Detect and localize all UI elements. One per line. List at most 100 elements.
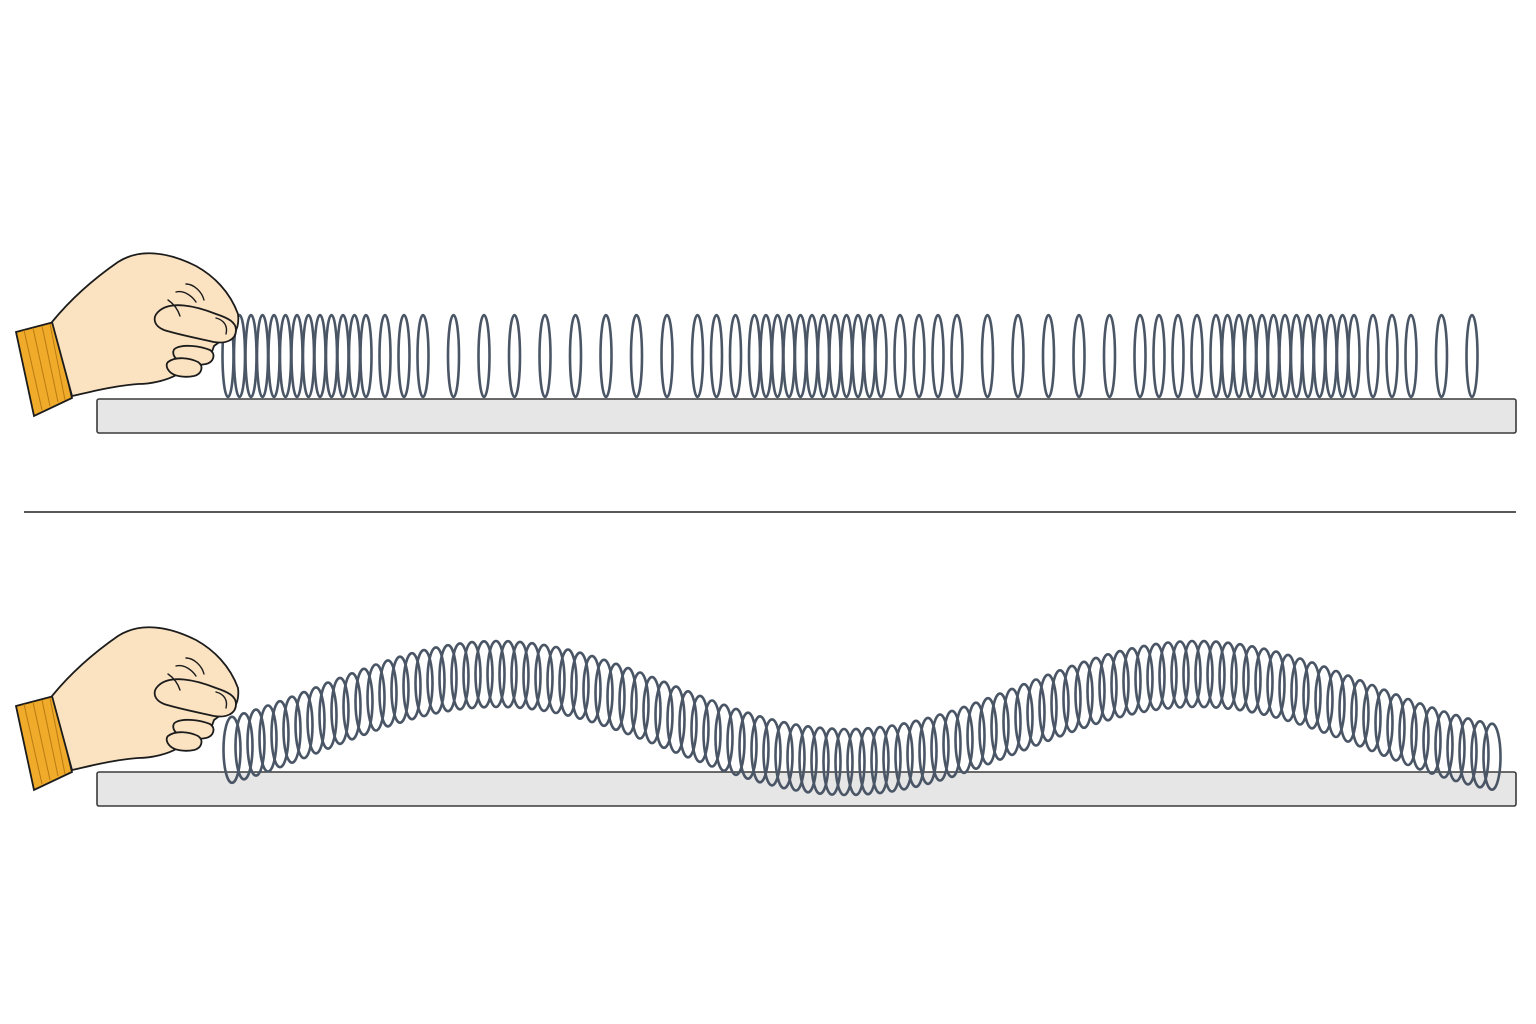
spring-coil (942, 709, 962, 779)
spring-coil (546, 645, 566, 715)
spring-coil (894, 722, 914, 791)
spring-coil (1074, 660, 1094, 730)
spring-coil (294, 690, 314, 760)
spring-coil (1002, 687, 1022, 757)
spring-coil (498, 639, 518, 709)
spring-coil (342, 671, 362, 741)
spring-coil (954, 705, 974, 775)
spring-coil (1385, 313, 1399, 399)
spring-coil (222, 715, 242, 785)
spring-coil (426, 646, 446, 715)
spring-coil (1194, 639, 1214, 709)
spring-coil (893, 313, 907, 399)
spring-coil (762, 718, 782, 787)
spring-coil (507, 313, 522, 399)
spring-coil (629, 313, 644, 399)
spring-coil (1218, 641, 1238, 711)
spring-coil (846, 727, 866, 797)
spring-coil (359, 313, 373, 399)
spring-coil (906, 719, 926, 789)
spring-coil (1014, 682, 1034, 752)
spring-coil (810, 726, 830, 796)
spring-coil (522, 641, 542, 711)
spring-coil (918, 716, 938, 786)
spring-transverse (222, 639, 1502, 797)
spring-coil (1171, 313, 1185, 399)
spring-coil (474, 639, 494, 709)
spring-coil (414, 648, 434, 718)
spring-coil (702, 699, 722, 768)
spring-coil (834, 727, 854, 797)
spring-coil (618, 666, 638, 736)
spring-coil (1347, 313, 1361, 399)
spring-coil (1158, 641, 1178, 710)
spring-coil (1062, 664, 1082, 734)
spring-coil (1482, 722, 1502, 792)
spring-coil (1190, 313, 1204, 399)
spring-coil (654, 680, 674, 750)
spring-compressed (221, 313, 1479, 399)
spring-coil (709, 313, 724, 399)
spring-coil (594, 658, 614, 728)
spring-coil (318, 681, 338, 750)
spring-coil (1242, 644, 1262, 714)
spring-coil (366, 663, 386, 732)
spring-coil (786, 723, 806, 792)
table-bottom (96, 771, 1517, 807)
table-top (96, 398, 1517, 434)
spring-coil (1386, 693, 1406, 762)
spring-coil (1102, 313, 1117, 399)
spring-coil (1410, 702, 1430, 771)
spring-coil (798, 724, 818, 794)
spring-coil (582, 654, 602, 724)
spring-coil (1366, 313, 1380, 399)
spring-coil (966, 701, 986, 771)
spring-coil (477, 313, 491, 399)
spring-coil (438, 643, 458, 713)
spring-coil (1465, 313, 1479, 399)
panel-longitudinal (15, 252, 1517, 434)
spring-coil (486, 639, 506, 709)
spring-coil (1338, 674, 1358, 743)
spring-coil (728, 313, 743, 399)
spring-coil (690, 694, 710, 764)
spring-coil (822, 727, 842, 796)
spring-coil (930, 713, 950, 782)
spring-coil (1326, 669, 1346, 739)
spring-coil (1350, 678, 1370, 748)
spring-coil (390, 655, 410, 725)
spring-coil (510, 640, 530, 710)
spring-coil (870, 725, 890, 795)
spring-coil (558, 648, 578, 717)
spring-coil (1170, 640, 1190, 709)
spring-coil (606, 662, 626, 732)
spring-coil (1038, 673, 1058, 743)
spring-coil (378, 313, 392, 399)
spring-coil (1110, 649, 1130, 719)
spring-coil (1122, 646, 1142, 716)
spring-coil (726, 707, 746, 777)
spring-coil (774, 720, 794, 790)
spring-coil (538, 313, 552, 399)
spring-coil (1362, 683, 1382, 753)
spring-coil (1133, 313, 1147, 399)
spring-coil (980, 313, 995, 399)
spring-coil (750, 714, 770, 784)
spring-coil (1314, 665, 1334, 734)
spring-coil (246, 708, 266, 777)
panel-transverse (15, 626, 1517, 807)
spring-coil (931, 313, 945, 399)
spring-coil (950, 313, 964, 399)
spring-coil (282, 695, 302, 765)
spring-coil (912, 313, 926, 399)
spring-coil (1458, 717, 1478, 786)
spring-coil (599, 313, 613, 399)
spring-coil (568, 313, 583, 399)
spring-coil (570, 651, 590, 721)
spring-coil (258, 704, 278, 773)
spring-coil (874, 313, 888, 399)
spring-coil (1266, 650, 1286, 719)
spring-coil (402, 651, 422, 721)
spring-coil (690, 313, 705, 399)
spring-coil (234, 711, 254, 781)
